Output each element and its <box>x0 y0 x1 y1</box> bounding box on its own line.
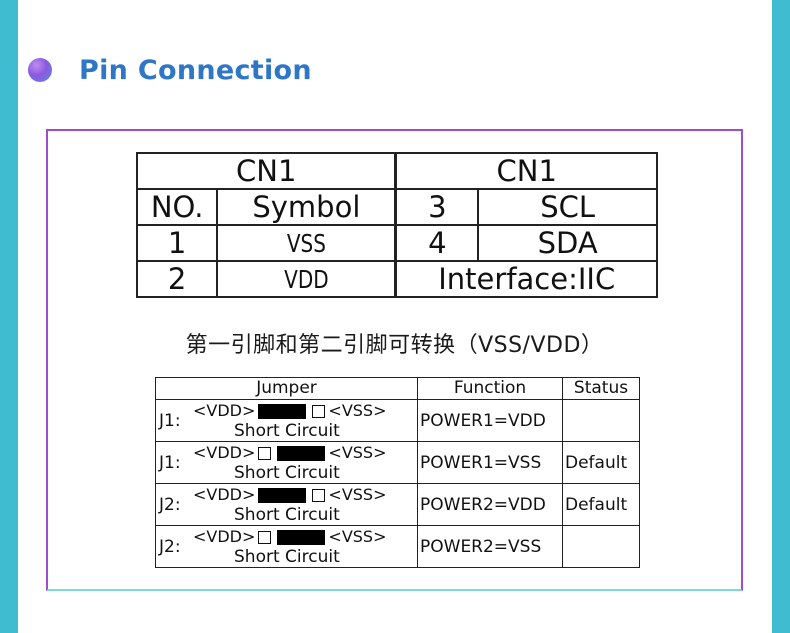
diagram-frame: CN1 CN1 NO. Symbol 3 SCL 1 VSS 4 SDA 2 V… <box>46 129 743 591</box>
function-value: POWER2=VSS <box>417 525 563 568</box>
function-value: POWER1=VDD <box>417 399 563 442</box>
table-row: J2: <VDD> <VSS> Short Circuit POWER2=VDD… <box>155 483 640 526</box>
pin-4-number: 4 <box>394 224 480 262</box>
jumper-id: J1: <box>159 453 181 473</box>
pin-1-number: 1 <box>135 224 219 262</box>
short-circuit-label: Short Circuit <box>234 463 340 483</box>
cn1-right-header: CN1 <box>394 152 659 190</box>
pin-2-number: 2 <box>135 260 219 298</box>
status-value <box>562 399 640 442</box>
vdd-label: <VDD> <box>193 401 256 420</box>
solder-pad-open-icon <box>312 488 326 502</box>
solder-pad-open-icon <box>258 530 272 544</box>
table-row: J1: <VDD> <VSS> Short Circuit POWER1=VDD <box>155 399 640 442</box>
table-row: J2: <VDD> <VSS> Short Circuit POWER2=VSS <box>155 525 640 568</box>
function-value: POWER1=VSS <box>417 441 563 484</box>
function-value: POWER2=VDD <box>417 483 563 526</box>
vss-label: <VSS> <box>328 527 387 546</box>
page-title: Pin Connection <box>79 54 312 86</box>
vdd-label: <VDD> <box>193 527 256 546</box>
solder-pad-filled-icon <box>258 403 307 419</box>
pin-swap-caption: 第一引脚和第二引脚可转换（VSS/VDD） <box>185 333 604 358</box>
pin-4-signal: SDA <box>477 224 658 262</box>
vdd-label: <VDD> <box>193 443 256 462</box>
status-value: Default <box>562 483 640 526</box>
vss-label: <VSS> <box>328 443 387 462</box>
bullet-icon <box>28 58 52 82</box>
interface-label: Interface:IIC <box>394 260 659 298</box>
section-header: Pin Connection <box>28 50 312 90</box>
right-accent-bar <box>772 0 790 633</box>
short-circuit-label: Short Circuit <box>234 421 340 441</box>
jumper-id: J2: <box>159 537 181 557</box>
cn1-left-header: CN1 <box>136 152 398 190</box>
vdd-label: <VDD> <box>193 485 256 504</box>
function-header: Function <box>417 377 563 400</box>
status-value: Default <box>562 441 640 484</box>
col-no-header: NO. <box>135 188 219 226</box>
solder-pad-open-icon <box>258 446 272 460</box>
jumper-header: Jumper <box>155 377 418 400</box>
jumper-table: Jumper Function Status J1: <VDD> <VSS> S… <box>155 377 640 568</box>
pin-3-number: 3 <box>394 188 480 226</box>
solder-pad-open-icon <box>312 404 326 418</box>
short-circuit-label: Short Circuit <box>234 505 340 525</box>
status-value <box>562 525 640 568</box>
status-header: Status <box>562 377 640 400</box>
left-accent-bar <box>0 0 18 633</box>
solder-pad-filled-icon <box>258 487 307 503</box>
pin-2-symbol: VDD <box>216 255 398 303</box>
cn1-pin-table: CN1 CN1 NO. Symbol 3 SCL 1 VSS 4 SDA 2 V… <box>135 152 659 303</box>
pin-3-signal: SCL <box>477 188 658 226</box>
short-circuit-label: Short Circuit <box>234 547 340 567</box>
solder-pad-filled-icon <box>277 529 326 545</box>
vss-label: <VSS> <box>328 485 387 504</box>
solder-pad-filled-icon <box>277 445 326 461</box>
jumper-id: J2: <box>159 495 181 515</box>
table-row: J1: <VDD> <VSS> Short Circuit POWER1=VSS… <box>155 441 640 484</box>
jumper-id: J1: <box>159 411 181 431</box>
vss-label: <VSS> <box>328 401 387 420</box>
